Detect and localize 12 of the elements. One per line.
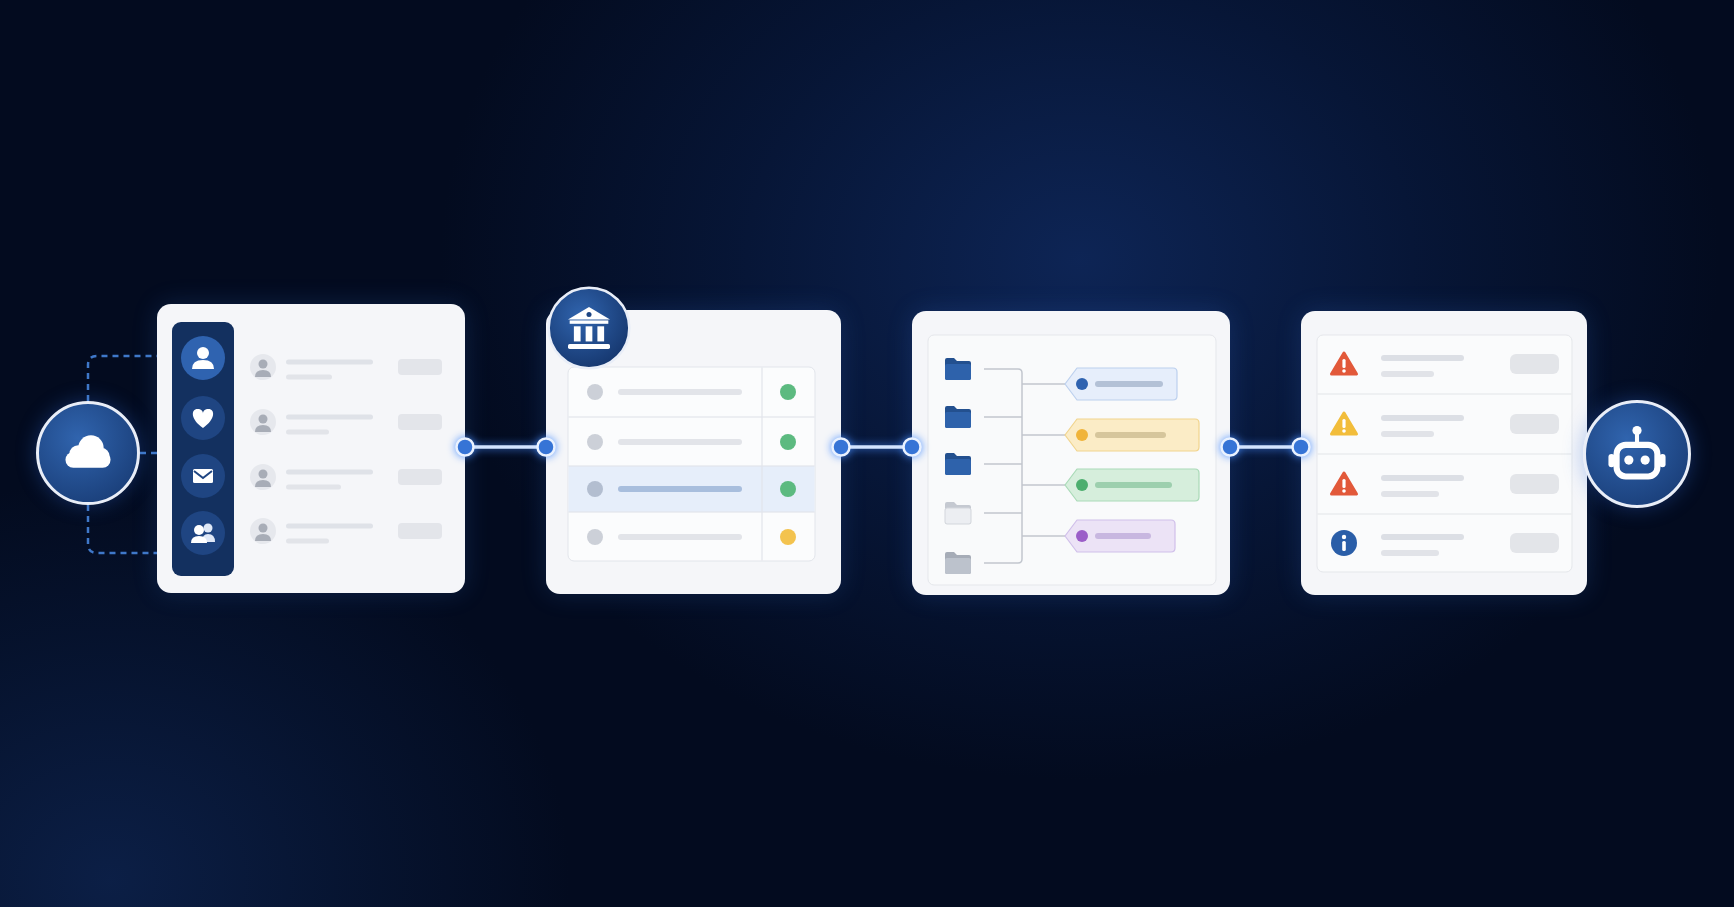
list-card xyxy=(157,304,465,593)
connector-line xyxy=(831,437,922,457)
dashed-connector xyxy=(86,354,157,401)
connector-line xyxy=(455,437,556,457)
alert-list-card xyxy=(1301,311,1587,595)
dashed-connector xyxy=(140,451,157,455)
cloud-icon xyxy=(36,401,140,505)
dashed-connector xyxy=(86,505,157,555)
tree-card xyxy=(912,311,1230,595)
robot-icon xyxy=(1583,400,1691,508)
table-card xyxy=(546,310,841,594)
connector-line xyxy=(1220,437,1311,457)
